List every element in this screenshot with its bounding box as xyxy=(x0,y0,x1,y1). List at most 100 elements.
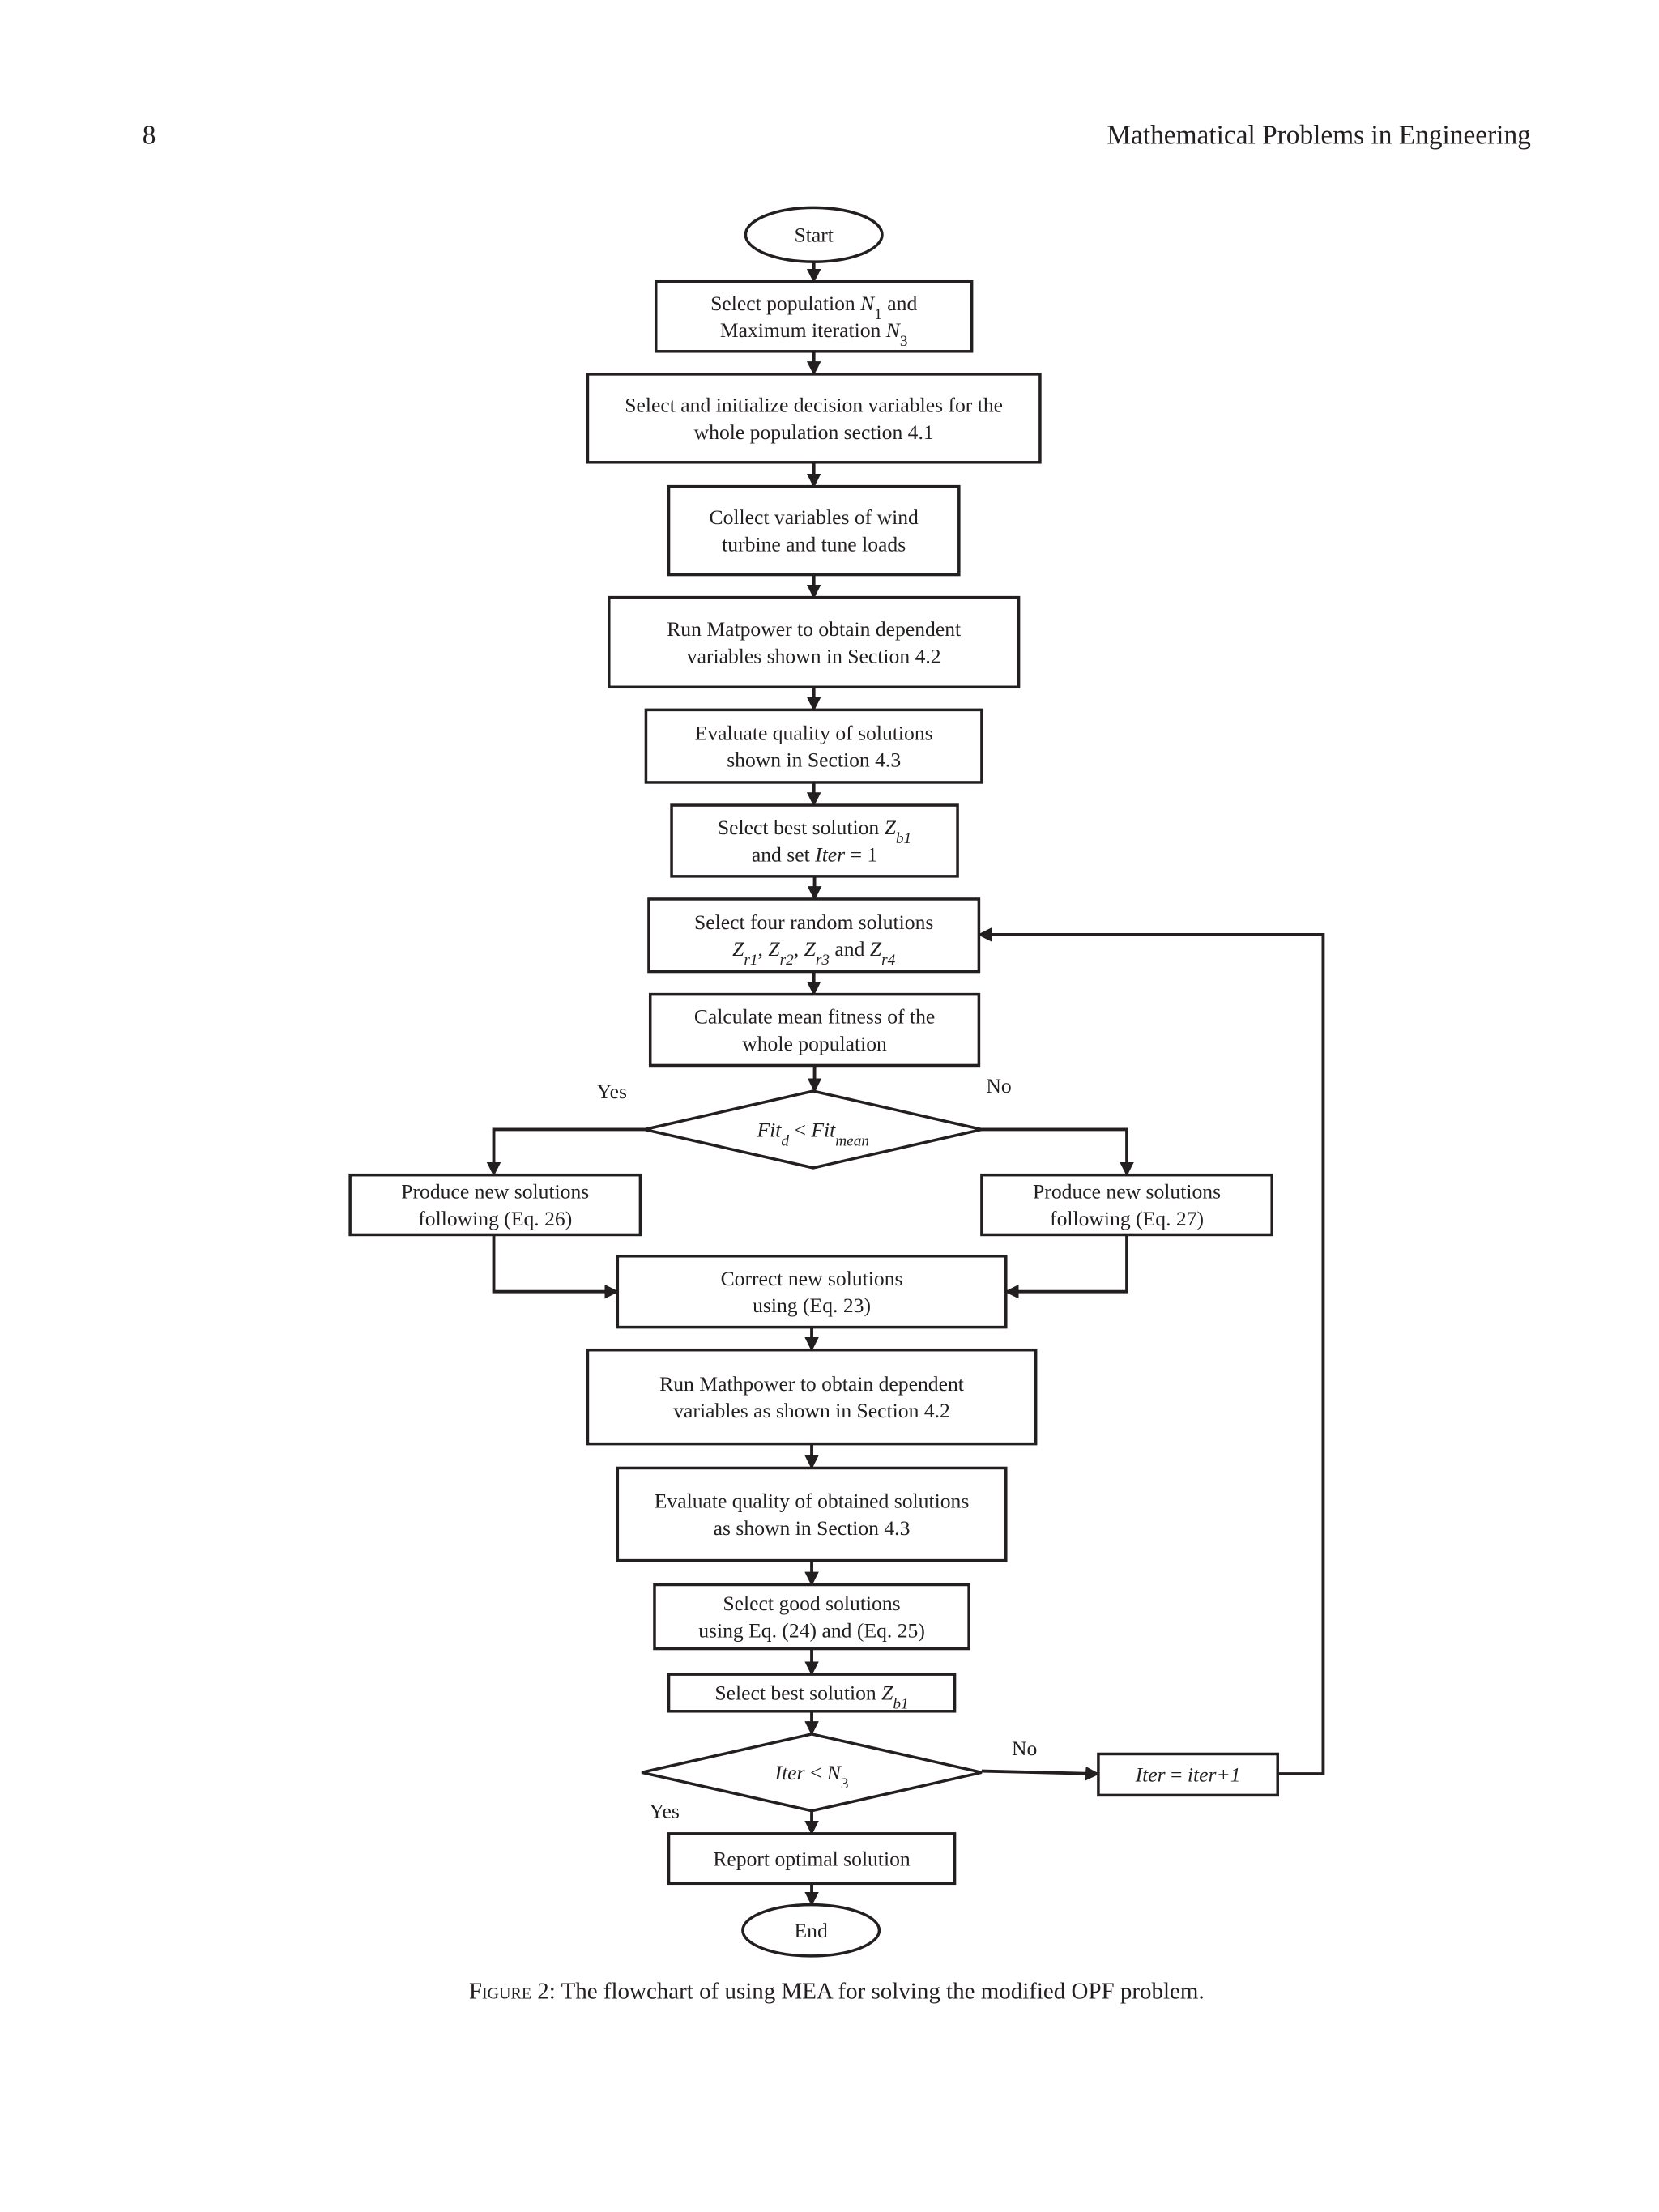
node-start: Start xyxy=(744,206,884,263)
text-segment: following (Eq. 26) xyxy=(418,1207,572,1230)
node-text-line: Run Mathpower to obtain dependent xyxy=(659,1372,964,1396)
text-segment: Z xyxy=(732,937,744,961)
text-segment: 3 xyxy=(841,1775,849,1792)
node-end: End xyxy=(741,1903,881,1958)
text-segment: turbine and tune loads xyxy=(722,533,906,556)
text-segment: and xyxy=(830,937,870,961)
arrow-no-to-eq27 xyxy=(981,1127,1134,1177)
flowchart-edges xyxy=(486,262,1325,1907)
text-segment: Select population xyxy=(710,292,860,315)
text-segment: Select four random solutions xyxy=(694,910,933,934)
text-segment: 3 xyxy=(900,333,908,350)
node-text-line: Fitd < Fitmean xyxy=(757,1118,870,1149)
page-number: 8 xyxy=(143,120,156,150)
node-select-best: Select best solution Zb1 xyxy=(667,1673,957,1713)
arrow-eq26-to-correct xyxy=(492,1234,620,1299)
no-label-fitness: No xyxy=(986,1074,1011,1097)
process-shape xyxy=(667,1673,957,1713)
node-text-line: Correct new solutions xyxy=(721,1267,903,1290)
node-text-line: Iter < N3 xyxy=(774,1761,849,1792)
text-segment: Iter xyxy=(774,1761,806,1784)
text-segment: Evaluate quality of solutions xyxy=(695,721,933,744)
text-segment: Z xyxy=(768,937,780,961)
text-segment: Evaluate quality of obtained solutions xyxy=(655,1490,970,1513)
text-segment: Fit xyxy=(810,1118,836,1141)
caption-prefix: Figure 2: xyxy=(469,1979,556,2005)
terminal-shape xyxy=(744,206,884,263)
arrow-no-to-increment xyxy=(981,1766,1100,1781)
arrow-yes-to-eq26 xyxy=(486,1127,645,1177)
text-segment: Report optimal solution xyxy=(713,1847,911,1870)
text-segment: Select best solution xyxy=(718,816,885,839)
yes-label-fitness: Yes xyxy=(597,1080,627,1103)
node-text-line: Select best solution Zb1 xyxy=(714,1681,908,1713)
node-text-line: Run Matpower to obtain dependent xyxy=(667,617,961,641)
text-segment: Collect variables of wind xyxy=(710,505,919,529)
process-shape xyxy=(647,897,981,974)
process-shape xyxy=(667,484,961,577)
text-segment: Produce new solutions xyxy=(1033,1180,1221,1204)
text-segment: Z xyxy=(881,1681,893,1705)
node-text-line: using (Eq. 23) xyxy=(753,1294,871,1317)
text-segment: Start xyxy=(794,224,833,247)
node-text-line: and set Iter = 1 xyxy=(752,842,877,866)
text-segment: 1 xyxy=(874,305,882,322)
text-segment: d xyxy=(781,1132,789,1149)
node-produce-eq26: Produce new solutions following (Eq. 26) xyxy=(348,1173,642,1237)
text-segment: whole population xyxy=(742,1032,887,1055)
process-shape xyxy=(1097,1752,1279,1797)
text-segment: = 1 xyxy=(845,842,877,866)
text-segment: Produce new solutions xyxy=(401,1180,589,1204)
node-produce-eq27: Produce new solutions following (Eq. 27) xyxy=(980,1173,1273,1237)
process-shape xyxy=(654,279,974,353)
node-text-line: Select and initialize decision variables… xyxy=(625,393,1003,416)
process-shape xyxy=(980,1173,1273,1237)
text-segment: shown in Section 4.3 xyxy=(727,748,901,772)
node-evaluate-obtained: Evaluate quality of obtained solutions as… xyxy=(616,1466,1008,1562)
text-segment: b1 xyxy=(893,1695,908,1712)
node-text-line: following (Eq. 27) xyxy=(1050,1207,1204,1230)
text-segment: r2 xyxy=(780,952,795,969)
node-text-line: following (Eq. 26) xyxy=(418,1207,572,1230)
node-text-line: Calculate mean fitness of the xyxy=(694,1005,935,1029)
figure-caption: Figure 2: The flowchart of using MEA for… xyxy=(469,1979,1205,2005)
node-text-line: Select four random solutions xyxy=(694,910,933,934)
arrow-loop-to-select-random xyxy=(977,927,1325,1776)
text-segment: N xyxy=(826,1761,842,1784)
text-segment: Iter xyxy=(1135,1763,1166,1787)
node-increment-iter: Iter = iter+1 xyxy=(1097,1752,1279,1797)
text-segment: < xyxy=(789,1118,811,1141)
terminal-shape xyxy=(741,1903,881,1958)
process-shape xyxy=(586,1348,1038,1446)
text-segment: = xyxy=(1166,1763,1188,1787)
node-run-matpower: Run Matpower to obtain dependent variable… xyxy=(608,595,1021,689)
process-shape xyxy=(667,1832,957,1886)
text-segment: , xyxy=(794,937,804,961)
text-segment: variables shown in Section 4.2 xyxy=(687,644,941,667)
node-text-line: Produce new solutions xyxy=(1033,1180,1221,1204)
node-text-line: Maximum iteration N3 xyxy=(720,318,908,349)
node-text-line: End xyxy=(795,1919,828,1942)
text-segment: iter+1 xyxy=(1188,1763,1241,1787)
text-segment: Z xyxy=(870,937,882,961)
node-run-mathpower: Run Mathpower to obtain dependentvariabl… xyxy=(586,1348,1038,1446)
node-text-line: Iter = iter+1 xyxy=(1135,1763,1241,1787)
text-segment: , xyxy=(758,937,769,961)
node-evaluate-quality: Evaluate quality of solutions shown in Se… xyxy=(644,708,983,784)
node-text-line: as shown in Section 4.3 xyxy=(714,1516,911,1540)
text-segment: r1 xyxy=(744,952,757,969)
text-segment: N xyxy=(859,292,876,315)
text-segment: r3 xyxy=(816,952,830,969)
text-segment: Correct new solutions xyxy=(721,1267,903,1290)
text-segment: using (Eq. 23) xyxy=(753,1294,871,1317)
node-text-line: Select best solution Zb1 xyxy=(718,816,911,847)
process-shape xyxy=(586,373,1042,464)
node-report-optimal: Report optimal solution xyxy=(667,1832,957,1886)
text-segment: Maximum iteration xyxy=(720,318,886,342)
node-text-line: whole population section 4.1 xyxy=(694,420,934,444)
text-segment: and xyxy=(882,292,918,315)
no-label-iteration: No xyxy=(1012,1737,1037,1760)
